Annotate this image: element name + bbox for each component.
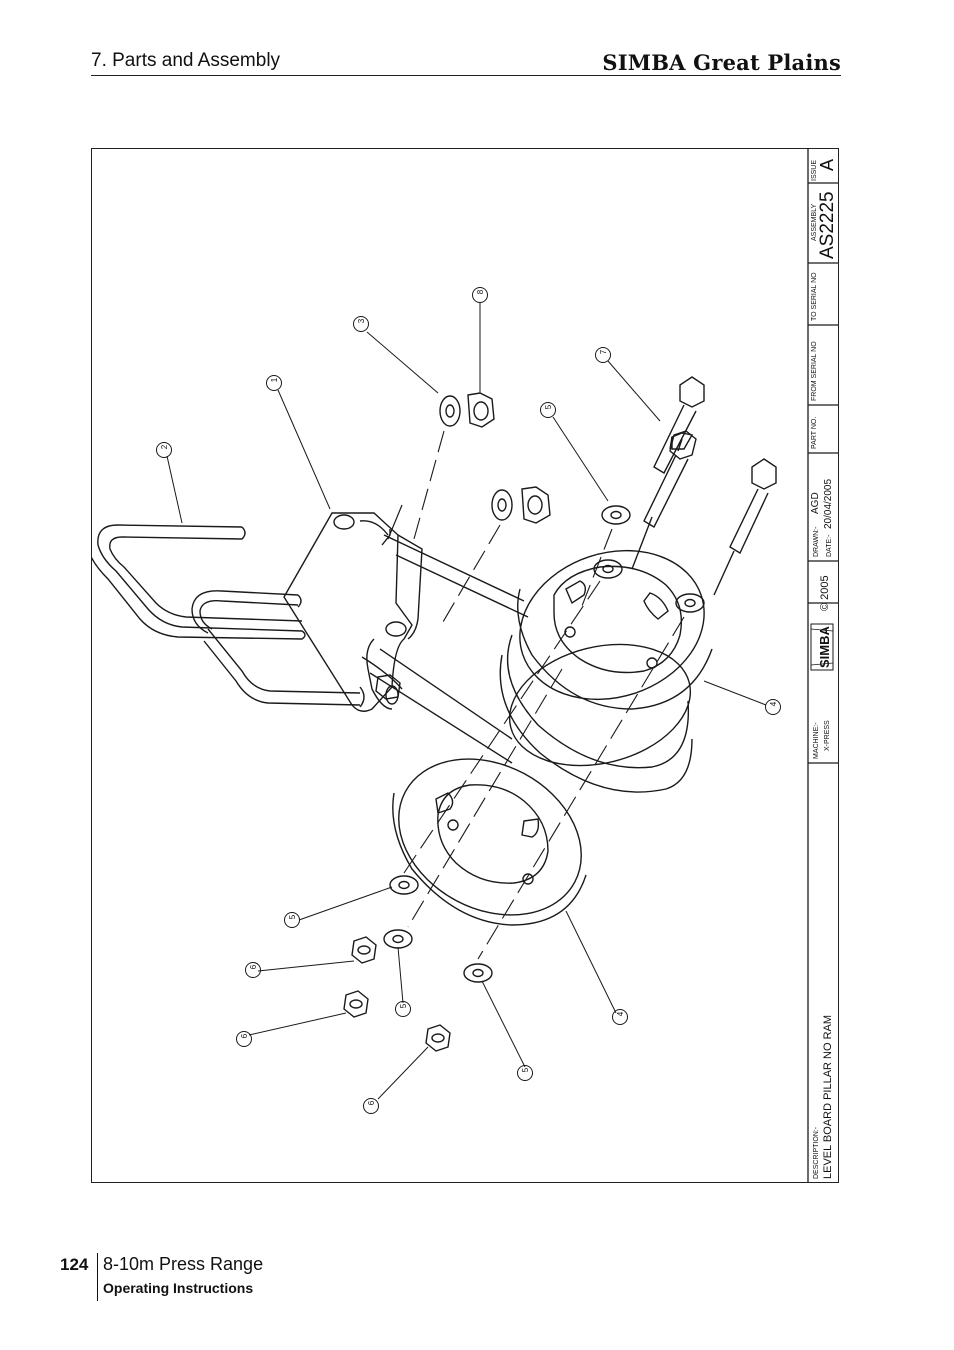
- callout-4-bottom: 4: [616, 1011, 625, 1016]
- callout-5-left: 5: [288, 914, 297, 919]
- callout-5-mid: 5: [399, 1003, 408, 1008]
- date-label: DATE:-: [826, 534, 833, 557]
- footer-subtitle: Operating Instructions: [103, 1280, 254, 1296]
- callout-5-bottom: 5: [521, 1067, 530, 1072]
- callout-6-upper: 6: [249, 964, 258, 969]
- callout-bubbles: 1 2 3 8 7 5 4 5 6 5 4 6 5 6: [156, 287, 781, 1114]
- from-serial-label: FROM SERIAL NO: [811, 341, 818, 401]
- header-rule: [91, 75, 841, 76]
- brand-logo: SIMBA Great Plains: [602, 50, 841, 75]
- drawn-value: AGD: [810, 492, 821, 514]
- issue-value: A: [817, 159, 837, 171]
- part-no-label: PART NO.: [811, 417, 818, 449]
- drawn-label: DRAWN:-: [813, 526, 820, 557]
- callout-6-lower: 6: [367, 1100, 376, 1105]
- assembly-drawing: ISSUE A ASSEMBLY AS2225 TO SERIAL NO FRO…: [92, 149, 838, 1182]
- description-value: LEVEL BOARD PILLAR NO RAM: [822, 1015, 834, 1179]
- issue-label: ISSUE: [811, 160, 818, 181]
- copyright-text: © 2005: [819, 575, 831, 611]
- pillar-bracket: [283, 504, 529, 764]
- callout-3: 3: [357, 318, 366, 323]
- assembly-value: AS2225: [817, 191, 838, 259]
- centre-lines: [403, 430, 685, 960]
- title-block: ISSUE A ASSEMBLY AS2225 TO SERIAL NO FRO…: [807, 149, 838, 1182]
- machine-label: MACHINE:-: [813, 722, 820, 759]
- bottom-ring: [392, 758, 587, 926]
- drawing-frame: ISSUE A ASSEMBLY AS2225 TO SERIAL NO FRO…: [91, 148, 839, 1183]
- callout-6-middle: 6: [240, 1033, 249, 1038]
- bolts: [631, 376, 777, 596]
- section-title: 7. Parts and Assembly: [91, 50, 281, 71]
- footer-title: 8-10m Press Range: [103, 1254, 264, 1274]
- callout-1: 1: [270, 377, 279, 382]
- description-label: DESCRIPTION:-: [813, 1126, 820, 1179]
- callout-5-top: 5: [544, 404, 553, 409]
- handle-part: [92, 524, 365, 708]
- callout-8: 8: [476, 289, 485, 294]
- callout-2: 2: [160, 444, 169, 449]
- date-value: 20/04/2005: [823, 479, 834, 529]
- footer-divider: [97, 1253, 98, 1301]
- machine-value: X-PRESS: [824, 720, 831, 751]
- top-ring: [499, 549, 713, 793]
- page-number: 124: [60, 1255, 89, 1274]
- callout-7: 7: [599, 349, 608, 354]
- simba-logo: SIMBA: [810, 623, 834, 671]
- leader-lines: [166, 303, 767, 1100]
- logo-text: SIMBA: [817, 626, 832, 669]
- assembly-label: ASSEMBLY: [811, 203, 818, 241]
- callout-4-top: 4: [769, 701, 778, 706]
- to-serial-label: TO SERIAL NO: [811, 272, 818, 321]
